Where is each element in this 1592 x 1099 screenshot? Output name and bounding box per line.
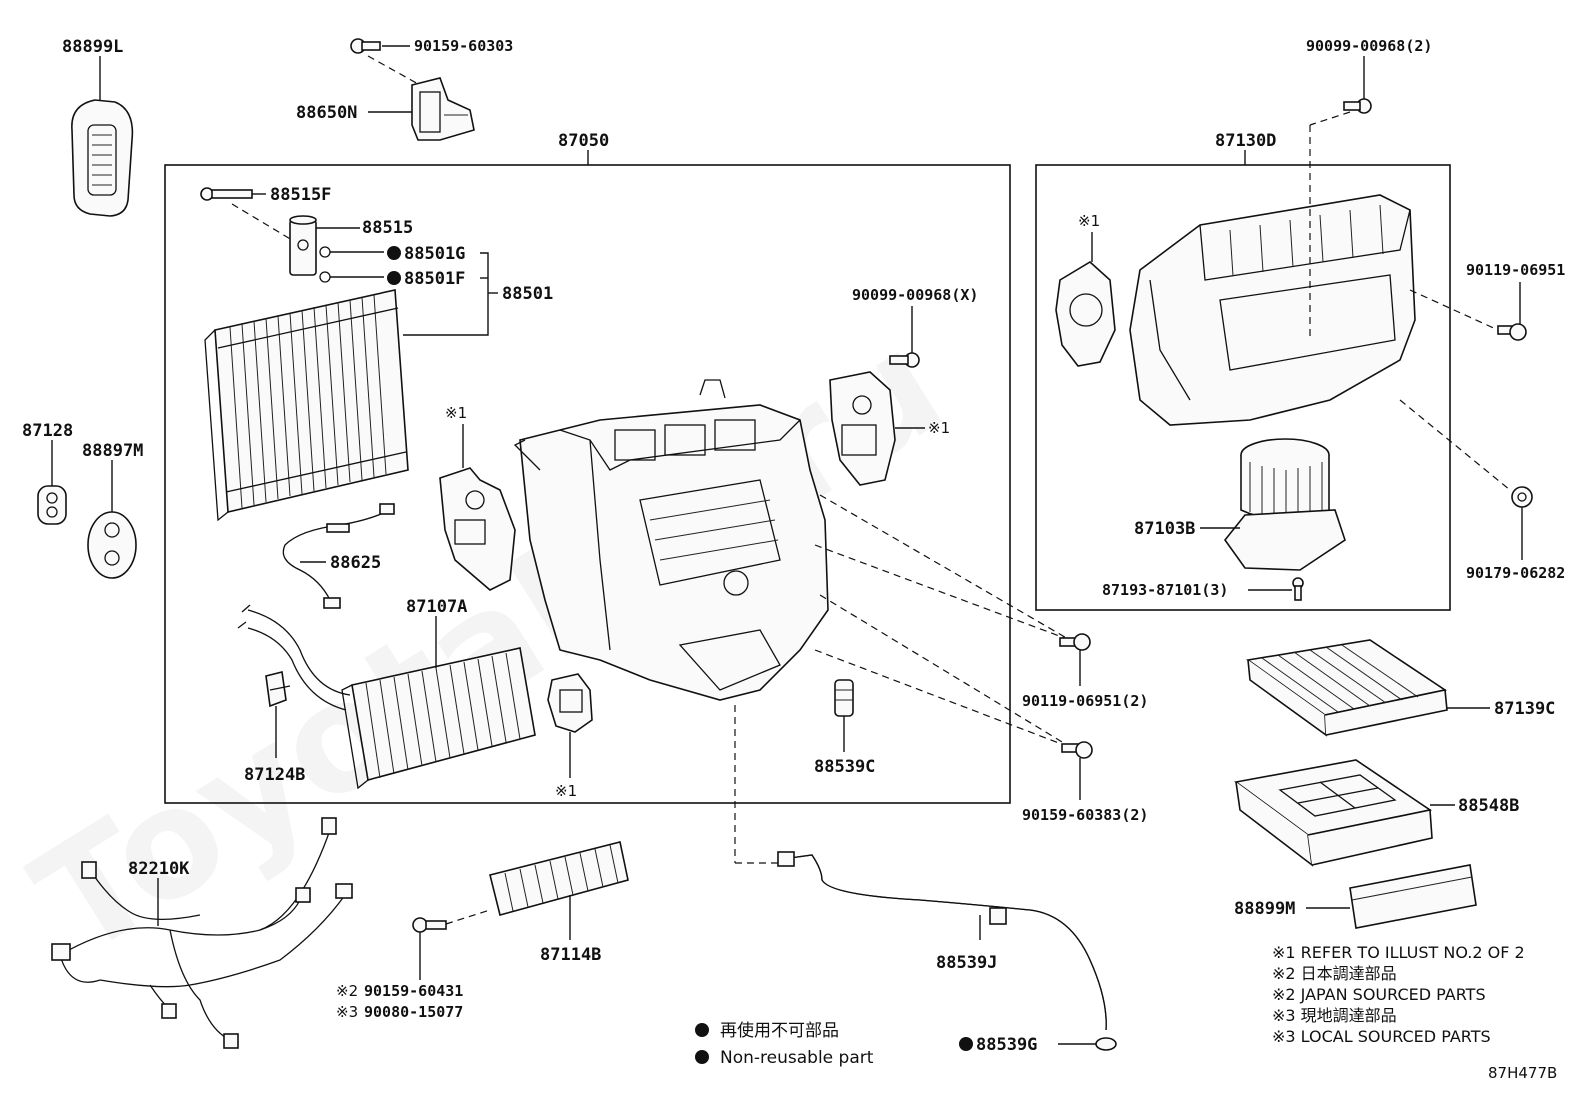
part-88650N-drawing [411,77,475,141]
label-88539C[interactable]: 88539C [814,757,875,777]
part-88539J-hose-drawing [777,851,1107,1031]
ref-mark-screw-local[interactable]: ※3 [336,1003,358,1021]
label-88501G[interactable]: 88501G [404,244,465,264]
label-87130D[interactable]: 87130D [1215,131,1276,151]
note-2: ※2 日本調達部品 [1272,964,1397,983]
blower-group-box [1035,164,1451,611]
part-87193-87101-3-drawing [1292,577,1304,601]
label-88515[interactable]: 88515 [362,218,413,238]
part-87130D-blower-case-drawing [1129,194,1416,426]
legend-jp: 再使用不可部品 [720,1020,839,1041]
label-88539G[interactable]: 88539G [976,1035,1037,1055]
part-88899M-drawing [1349,864,1477,929]
part-87128-drawing [37,485,67,525]
part-88515-drawing [289,215,317,276]
part-88539C-drawing [834,679,854,717]
label-88501F[interactable]: 88501F [404,269,465,289]
part-88539G-drawing [1095,1037,1117,1051]
legend-dot-jp [695,1023,709,1037]
legend-en: Non-reusable part [720,1048,874,1068]
ref-mark-servo-bottom[interactable]: ※1 [555,782,577,800]
watermark: ToyotaMP.ru [7,298,972,991]
servo-right-drawing [829,371,896,486]
part-87107A-heater-drawing [237,604,536,790]
ref-mark-blower[interactable]: ※1 [1078,212,1100,230]
non-reusable-dot-88539G [959,1037,973,1051]
label-90119-06951-2[interactable]: 90119-06951(2) [1022,692,1148,710]
label-87124B[interactable]: 87124B [244,765,305,785]
label-88899M[interactable]: 88899M [1234,899,1295,919]
part-90159-60303-drawing [350,38,381,54]
part-90119-06951-drawing [1497,323,1527,341]
label-88539J[interactable]: 88539J [936,953,997,973]
part-88548B-tray-drawing [1234,759,1433,867]
note-5: ※3 LOCAL SOURCED PARTS [1272,1027,1491,1046]
part-87114B-drawing [489,841,629,916]
part-82210K-harness-drawing [51,817,353,1049]
label-88501[interactable]: 88501 [502,284,553,304]
label-90099-00968X[interactable]: 90099-00968(X) [852,286,978,304]
label-90179-06282[interactable]: 90179-06282 [1466,564,1565,582]
part-90099-00968X-drawing [889,352,920,368]
label-87139C[interactable]: 87139C [1494,699,1555,719]
label-88625[interactable]: 88625 [330,553,381,573]
ref-mark-servo-right[interactable]: ※1 [928,419,950,437]
part-88899L-drawing [71,99,134,217]
note-1: ※1 REFER TO ILLUST NO.2 OF 2 [1272,943,1525,962]
label-87114B[interactable]: 87114B [540,945,601,965]
part-87103B-fan-drawing [1223,438,1346,571]
ref-mark-servo-left[interactable]: ※1 [445,404,467,422]
servo-blower-drawing [1055,261,1116,367]
servo-bottom-drawing [547,673,593,733]
label-82210K[interactable]: 82210K [128,859,190,879]
non-reusable-dot-88501G [387,246,401,260]
label-87128[interactable]: 87128 [22,421,73,441]
label-90119-06951[interactable]: 90119-06951 [1466,261,1565,279]
part-87124B-drawing [265,671,291,708]
label-87050[interactable]: 87050 [558,131,609,151]
label-88897M[interactable]: 88897M [82,441,143,461]
label-88548B[interactable]: 88548B [1458,796,1519,816]
part-88501-evaporator-drawing [204,289,409,522]
label-90159-60383-2[interactable]: 90159-60383(2) [1022,806,1148,824]
part-90159-60431-drawing [412,917,447,933]
part-90179-06282-drawing [1511,486,1533,508]
label-87107A[interactable]: 87107A [406,597,467,617]
label-87103B[interactable]: 87103B [1134,519,1195,539]
label-90099-00968-2[interactable]: 90099-00968(2) [1306,37,1432,55]
legend-dot-en [695,1050,709,1064]
part-88515F-drawing [200,187,253,201]
label-90080-15077[interactable]: 90080-15077 [364,1003,463,1021]
non-reusable-dot-88501F [387,271,401,285]
note-3: ※2 JAPAN SOURCED PARTS [1272,985,1486,1004]
part-90099-00968-2-drawing [1343,98,1372,114]
part-90119-06951-2-drawing [1059,633,1091,651]
label-87193-87101-3[interactable]: 87193-87101(3) [1102,581,1228,599]
note-4: ※3 現地調達部品 [1272,1006,1397,1025]
label-90159-60431[interactable]: 90159-60431 [364,982,463,1000]
part-88625-thermistor-drawing [282,503,395,609]
part-90159-60383-2-drawing [1061,741,1093,759]
label-88650N[interactable]: 88650N [296,103,357,123]
label-88515F[interactable]: 88515F [270,185,331,205]
part-87050-housing-drawing [513,379,829,701]
servo-left-drawing [439,467,516,591]
illustration-code: 87H477B [1488,1064,1557,1082]
label-88899L[interactable]: 88899L [62,37,123,57]
part-87139C-filter-drawing [1245,639,1448,737]
label-90159-60303[interactable]: 90159-60303 [414,37,513,55]
part-88897M-drawing [87,511,137,579]
ref-mark-screw-jp[interactable]: ※2 [336,982,358,1000]
